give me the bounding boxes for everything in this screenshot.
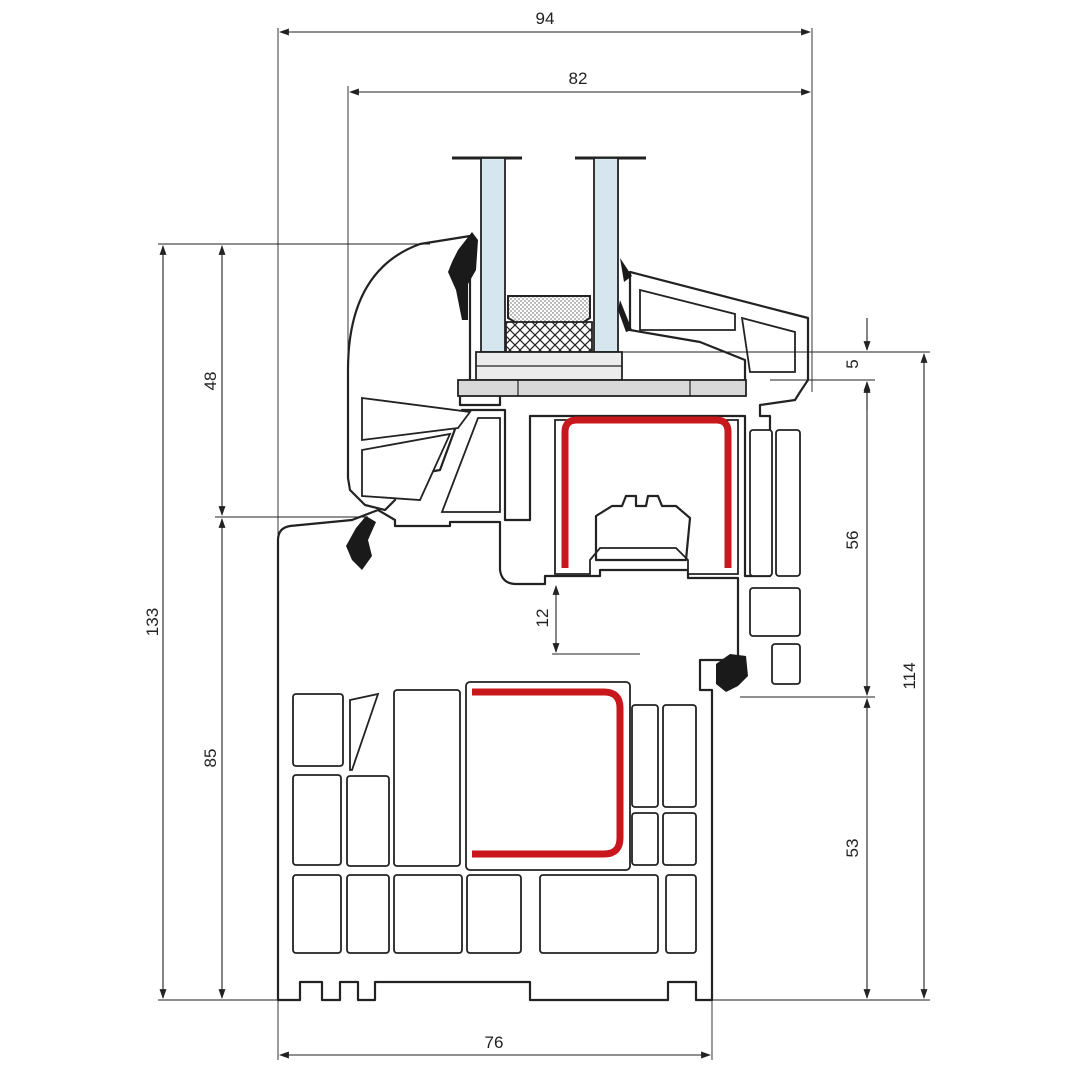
dim-label-12: 12 <box>533 609 552 628</box>
sash-chamber <box>361 396 472 442</box>
frame-gasket <box>346 516 376 570</box>
glazing-gasket-inner <box>618 300 632 332</box>
dim-label-53: 53 <box>843 839 862 858</box>
sash-chamber <box>775 429 801 577</box>
dim-label-85: 85 <box>201 749 220 768</box>
dim-label-114: 114 <box>900 662 919 689</box>
frame-chamber <box>665 874 697 954</box>
frame-chamber <box>662 812 697 866</box>
frame-chamber <box>466 874 522 954</box>
frame-chamber <box>346 775 390 867</box>
dim-label-5: 5 <box>843 359 862 368</box>
sash-chamber <box>361 432 452 501</box>
frame-chamber <box>292 774 342 866</box>
frame-reinforcement-chamber <box>465 681 631 871</box>
glazing-gasket-outer <box>448 232 478 320</box>
sash-profile <box>346 234 810 685</box>
dimension-lines: 94 82 76 133 48 85 5 56 53 114 12 <box>143 9 930 1060</box>
sash-reinforcement-chamber <box>554 419 739 575</box>
frame-chamber <box>292 693 344 767</box>
dim-label-56: 56 <box>843 531 862 550</box>
frame-chamber <box>662 704 697 808</box>
hardware-groove <box>594 494 692 562</box>
sash-steel-reinforcement <box>561 416 732 568</box>
frame-chamber <box>393 874 463 954</box>
sash-chamber <box>440 417 501 513</box>
frame-chamber <box>393 689 461 867</box>
sash-chamber <box>740 316 796 373</box>
sash-chamber <box>749 587 801 637</box>
glazing-gasket-inner <box>620 258 632 282</box>
inner-glass-pane <box>593 157 619 353</box>
frame-steel-reinforcement <box>472 688 624 858</box>
sash-chamber <box>771 643 801 685</box>
sash-chamber <box>749 429 773 577</box>
sash-chamber <box>639 288 736 331</box>
frame-chamber <box>346 874 390 954</box>
dim-label-82: 82 <box>569 69 588 88</box>
dim-label-48: 48 <box>201 372 220 391</box>
outer-glass-pane <box>480 157 506 353</box>
frame-profile <box>276 508 748 1002</box>
glazing-bridge <box>457 379 747 397</box>
glazing-unit <box>448 156 747 397</box>
frame-chamber <box>539 874 659 954</box>
frame-center-gasket <box>716 654 748 692</box>
frame-chamber <box>292 874 342 954</box>
frame-chamber <box>631 812 659 866</box>
frame-chamber <box>349 692 380 771</box>
frame-chamber <box>631 704 659 808</box>
dim-label-94: 94 <box>536 9 555 28</box>
secondary-sealant <box>505 321 593 353</box>
dim-label-133: 133 <box>143 608 162 636</box>
dim-label-76: 76 <box>485 1033 504 1052</box>
